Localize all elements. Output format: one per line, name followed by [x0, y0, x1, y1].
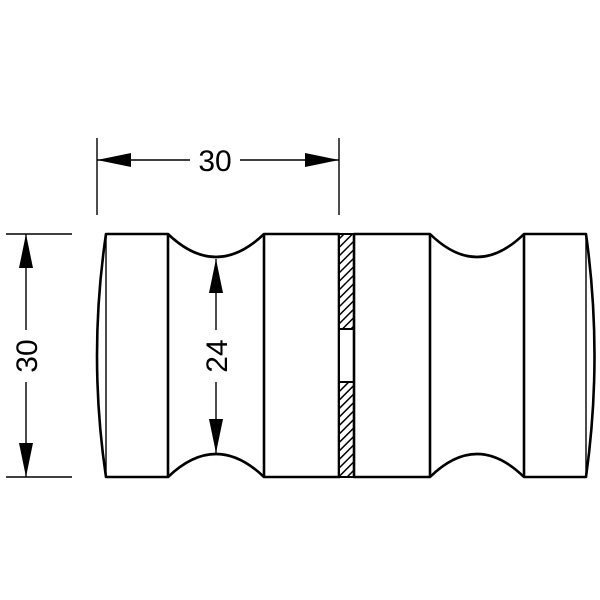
arrowhead-top	[19, 234, 33, 268]
arrowhead-left	[97, 153, 131, 167]
arrowhead-right	[305, 153, 339, 167]
glass-gap	[338, 328, 355, 383]
left-knob-outline	[95, 232, 341, 479]
glass-hatch-top	[338, 233, 355, 330]
arrowhead-bottom	[209, 419, 223, 453]
right-knob-outline	[352, 232, 596, 479]
neck-dimension-label: 24	[201, 339, 234, 372]
neck-dimension: 24	[201, 259, 234, 453]
left-knob	[95, 232, 341, 479]
width-dimension-label: 30	[198, 145, 231, 178]
height-dimension: 30	[6, 233, 72, 478]
arrowhead-bottom	[19, 443, 33, 477]
width-dimension: 30	[96, 138, 340, 215]
glass-hatch-bottom	[338, 381, 355, 478]
glass-panel	[338, 233, 355, 478]
right-knob	[352, 232, 596, 479]
arrowhead-top	[209, 259, 223, 293]
height-dimension-label: 30	[11, 339, 44, 372]
